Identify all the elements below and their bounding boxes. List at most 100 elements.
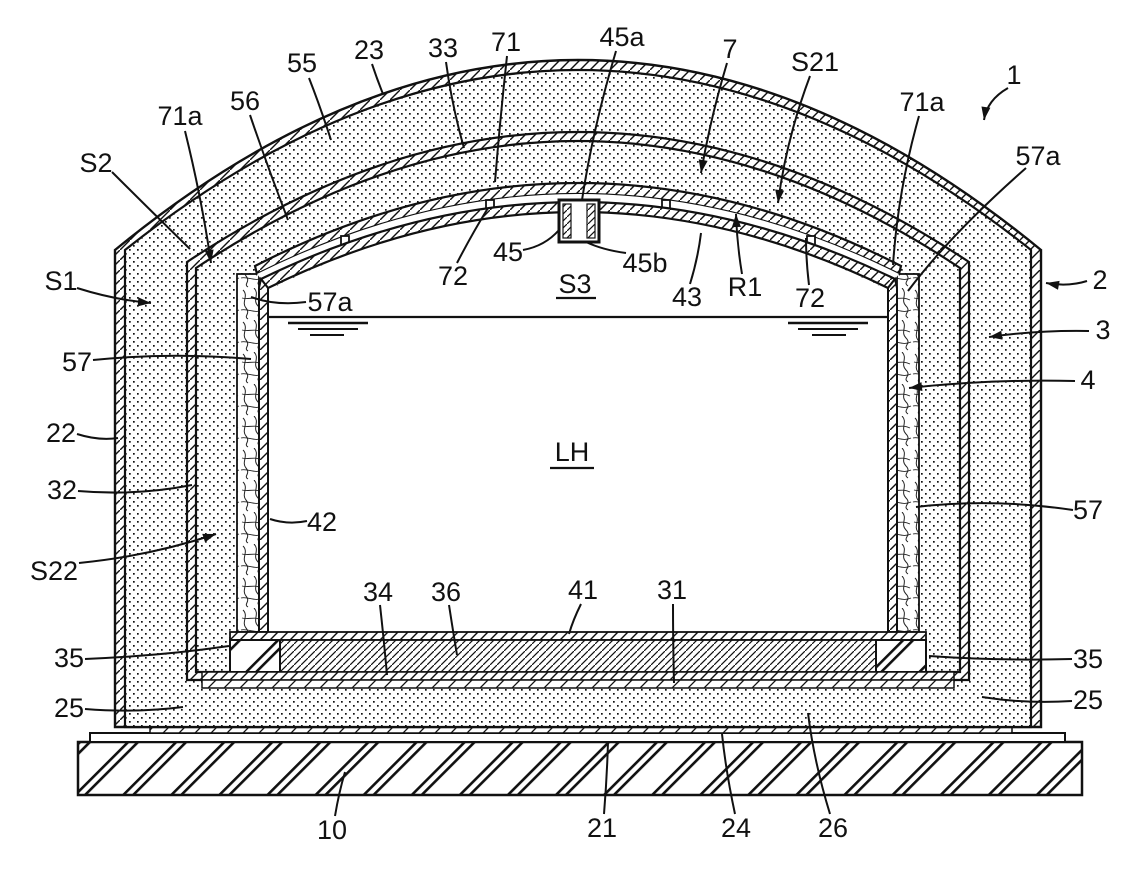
label-36: 36 <box>431 577 461 607</box>
roof-gap-R1 <box>257 194 899 279</box>
leader-45a <box>581 50 617 201</box>
leader-arrowhead-3 <box>989 330 1003 340</box>
label-33: 33 <box>428 33 458 63</box>
leader-26 <box>807 712 831 815</box>
leader-23 <box>371 63 384 95</box>
leader-45b <box>585 241 627 254</box>
label-72-R: 72 <box>795 283 825 313</box>
label-7: 7 <box>722 34 737 64</box>
wool-insulation-57-left <box>236 273 260 633</box>
label-55: 55 <box>287 48 317 78</box>
bottom-plate-21 <box>89 732 1066 743</box>
label-3: 3 <box>1095 315 1110 345</box>
leader-32 <box>77 484 193 494</box>
label-57a-R: 57a <box>1015 141 1061 171</box>
leader-34 <box>379 604 388 676</box>
label-45b: 45b <box>622 248 667 278</box>
leader-57a-L <box>250 296 307 305</box>
leader-31 <box>672 603 675 684</box>
leader-71a-R <box>892 115 920 266</box>
leader-42 <box>269 518 308 524</box>
label-32: 32 <box>47 475 77 505</box>
label-1: 1 <box>1006 60 1021 90</box>
leader-45 <box>522 229 560 251</box>
label-71a-L: 71a <box>157 101 203 131</box>
label-25-R: 25 <box>1073 685 1103 715</box>
leader-arrowhead-S22 <box>202 533 216 543</box>
label-45a: 45a <box>599 22 645 52</box>
floor-band-31 <box>201 679 955 689</box>
label-56: 56 <box>230 86 260 116</box>
leader-S22 <box>78 533 217 564</box>
label-35-L: 35 <box>54 643 84 673</box>
leader-56 <box>249 114 289 221</box>
leader-22 <box>76 433 119 440</box>
label-41: 41 <box>568 575 598 605</box>
corner-block-35-right <box>875 639 927 673</box>
leader-S21 <box>777 75 811 204</box>
leader-33 <box>445 61 465 149</box>
inner-tank-wall-42-right <box>887 276 898 633</box>
leader-57a-R <box>907 167 1027 292</box>
label-S21: S21 <box>791 47 839 77</box>
label-57-L: 57 <box>62 347 92 377</box>
corner-block-35-left <box>229 639 281 673</box>
label-25-L: 25 <box>54 693 84 723</box>
floor-layers <box>201 631 955 689</box>
level-symbol-left <box>288 321 368 336</box>
floor-insulation-36 <box>279 639 877 673</box>
label-57-R: 57 <box>1073 495 1103 525</box>
leader-arrowhead-2 <box>1046 280 1060 290</box>
label-43: 43 <box>672 282 702 312</box>
leader-arrowhead-S21 <box>775 189 785 203</box>
label-R1: R1 <box>728 272 763 302</box>
leader-43 <box>689 232 702 285</box>
leader-72-L <box>456 207 489 264</box>
label-35-R: 35 <box>1073 644 1103 674</box>
leader-24 <box>721 733 736 815</box>
leader-72-R <box>805 237 810 286</box>
wool-insulation-57-right <box>896 273 920 633</box>
leader-10 <box>334 771 346 817</box>
label-4: 4 <box>1080 365 1095 395</box>
leader-21 <box>603 741 609 815</box>
label-31: 31 <box>657 575 687 605</box>
label-10: 10 <box>317 815 347 845</box>
floor-band-34 <box>201 671 955 681</box>
leader-71a-L <box>184 130 212 264</box>
leader-57-L <box>92 354 252 361</box>
label-45: 45 <box>493 237 523 267</box>
leader-35-L <box>84 645 230 660</box>
liquid-level <box>268 315 888 336</box>
leader-arrowhead-71a-L <box>204 249 214 263</box>
leader-arrowhead-R1 <box>731 214 741 228</box>
leader-1 <box>983 87 1009 121</box>
label-24: 24 <box>721 813 751 843</box>
leader-25-L <box>84 706 184 712</box>
label-S2: S2 <box>79 148 112 178</box>
fitting-side-45b <box>586 203 596 239</box>
leader-71 <box>494 55 508 183</box>
label-34: 34 <box>363 577 393 607</box>
fitting-side-45b <box>562 203 572 239</box>
label-57a-L: 57a <box>307 287 353 317</box>
label-26: 26 <box>818 813 848 843</box>
wall-and-roof-shells <box>113 58 1043 729</box>
base-slab-10 <box>76 740 1084 797</box>
leader-25-R <box>981 696 1073 703</box>
label-23: 23 <box>354 35 384 65</box>
label-71: 71 <box>491 27 521 57</box>
leader-arrowhead-7 <box>698 159 708 173</box>
leader-55 <box>308 77 332 141</box>
label-71a-R: 71a <box>899 87 945 117</box>
label-42: 42 <box>307 507 337 537</box>
label-72-L: 72 <box>438 261 468 291</box>
leader-arrowhead-S1 <box>137 297 151 307</box>
leader-36 <box>448 604 458 656</box>
floor-plate-41 <box>229 631 927 641</box>
leader-arrowhead-4 <box>909 382 923 392</box>
label-2: 2 <box>1092 265 1107 295</box>
